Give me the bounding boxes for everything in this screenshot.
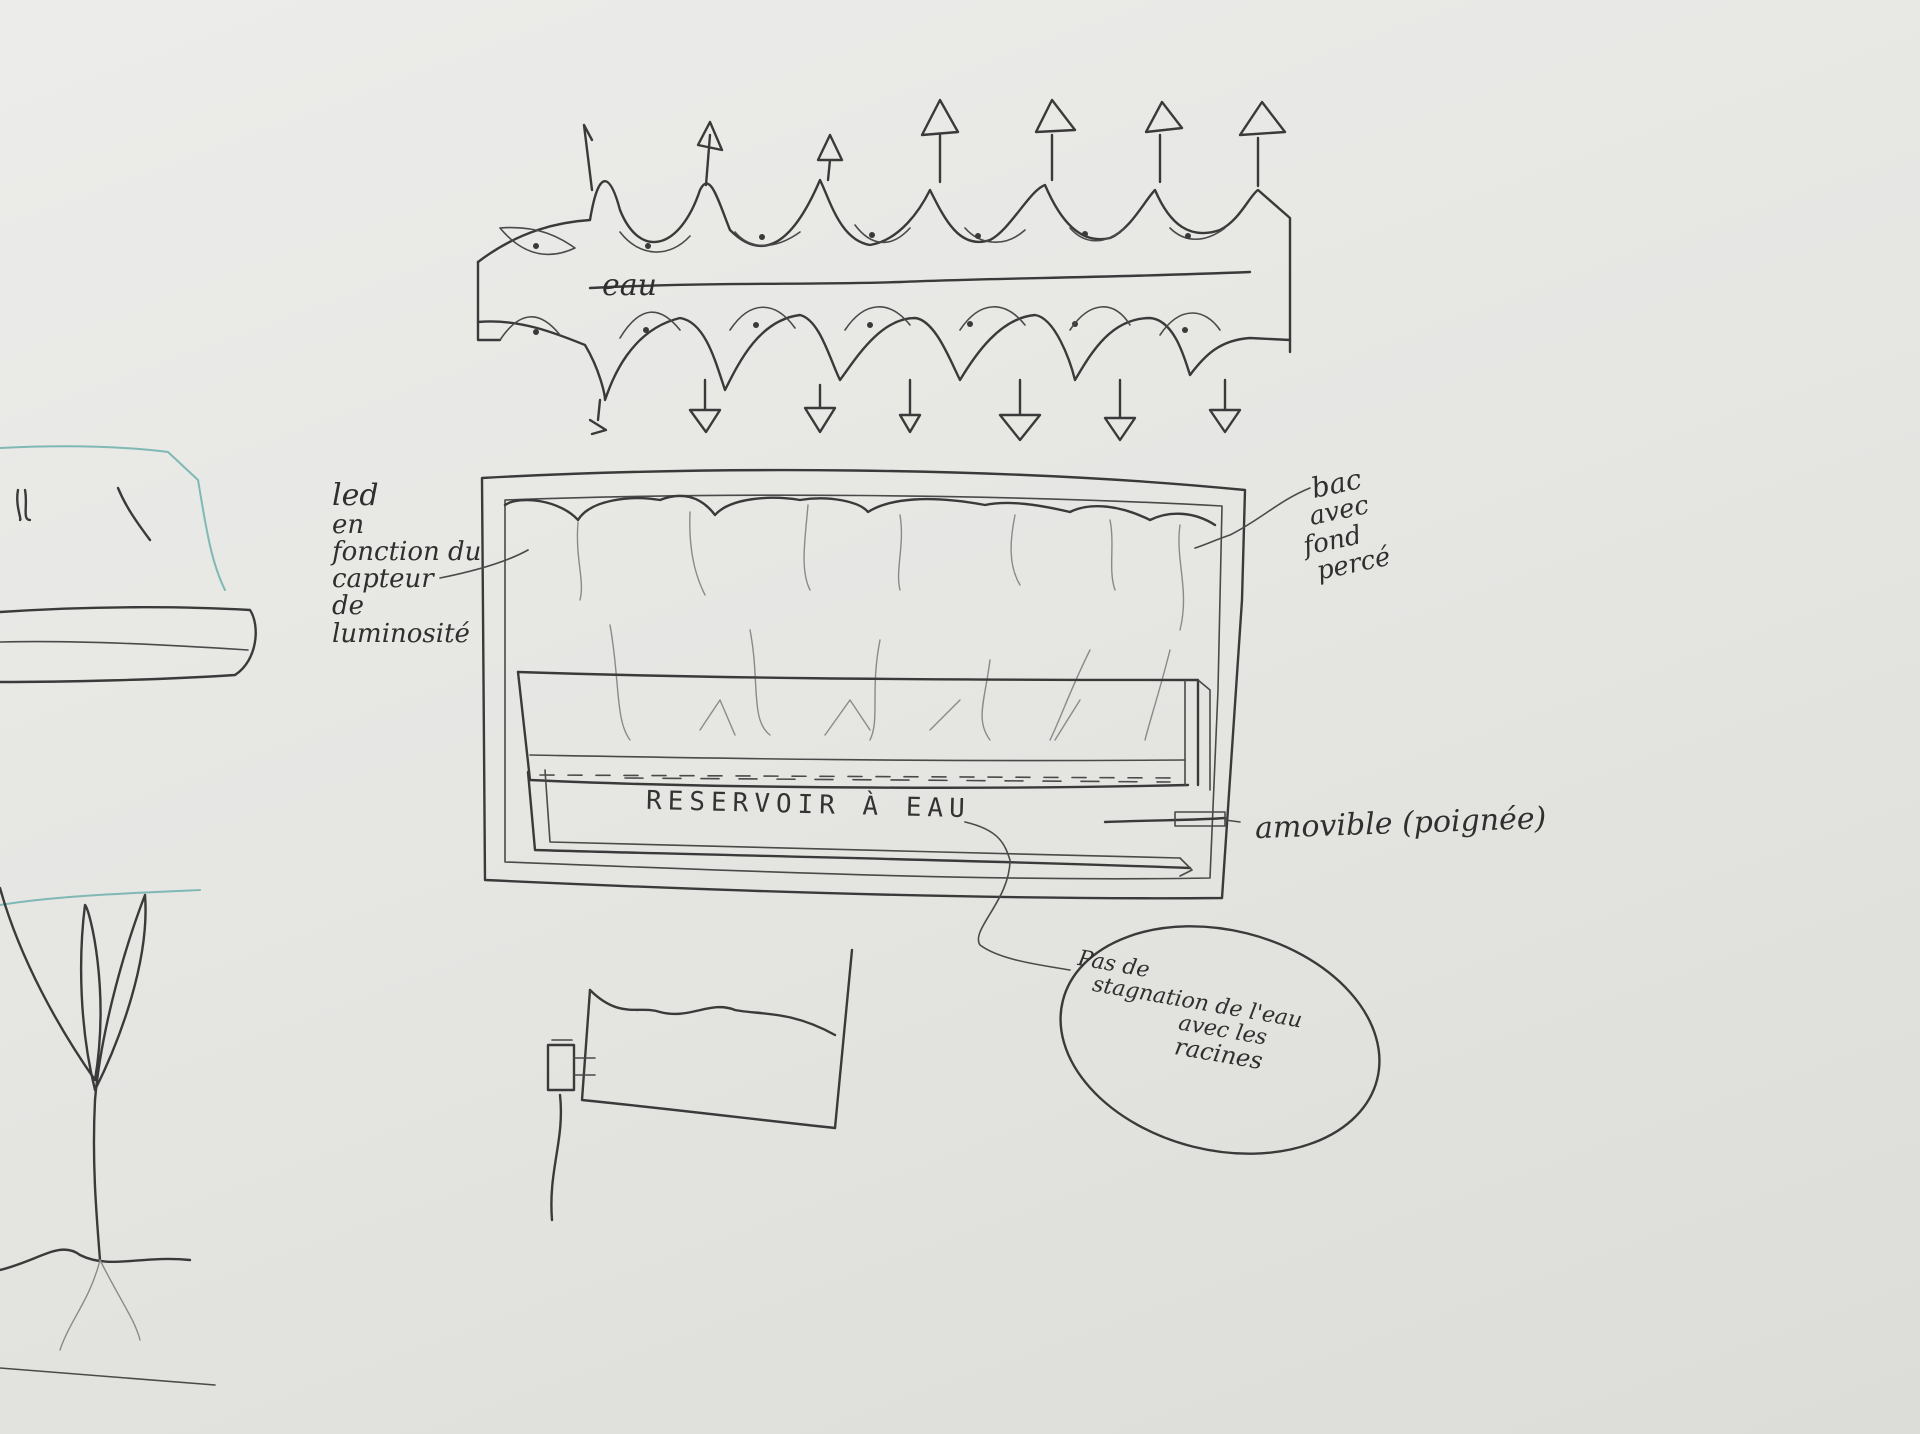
led-line-2: en (332, 509, 365, 540)
led-line-1: led (332, 478, 379, 513)
led-line-5: de (332, 591, 365, 622)
note-circle (1059, 925, 1381, 1155)
led-line-4: capteur (332, 564, 434, 595)
down-arrow-icons (588, 378, 1242, 442)
led-note: led en fonction du capteur de luminosité (332, 480, 481, 648)
tray-sketch (439, 468, 1311, 971)
water-flow-sketch (476, 98, 1292, 442)
led-line-6: luminosité (332, 618, 470, 649)
small-container-sketch (546, 948, 854, 1222)
left-edge-sketches (0, 445, 257, 1386)
up-arrow-icons (582, 98, 1287, 192)
handle-lever (1103, 816, 1227, 824)
water-label: eau (602, 268, 657, 303)
led-line-3: fonction du (332, 536, 482, 567)
